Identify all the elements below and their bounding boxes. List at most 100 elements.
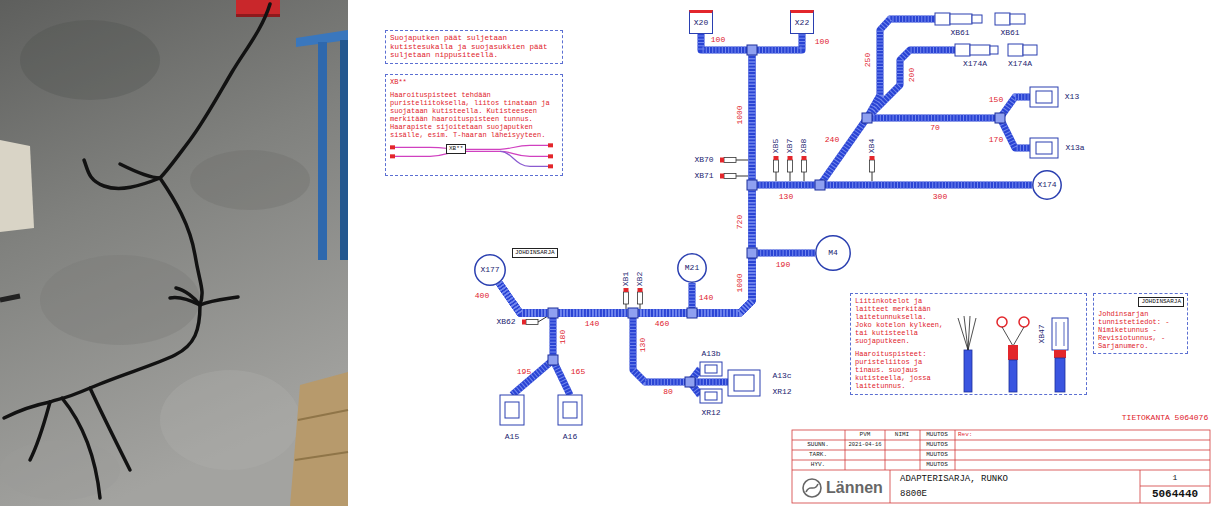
company-name: Lännen (826, 480, 883, 496)
cable (120, 164, 160, 178)
harness-tube (820, 118, 867, 185)
splice-pin (638, 288, 643, 292)
connector-symbol (1023, 45, 1037, 55)
dimension-label: 140 (585, 320, 599, 328)
company-logo (803, 479, 821, 497)
splice-pin (872, 172, 873, 181)
cable (4, 402, 50, 418)
splice-pin (538, 316, 548, 322)
connector-symbol (1036, 142, 1052, 154)
harness-tube (499, 253, 815, 313)
part-name: A13b (701, 350, 720, 358)
dimension-label: 100 (711, 36, 725, 44)
marking-sketch (1056, 322, 1057, 346)
connector-symbol (705, 392, 717, 400)
tag-text: XB** (449, 146, 463, 152)
tube-rib (499, 34, 1032, 313)
device-circle: M21 (677, 253, 707, 283)
splice-pin (522, 320, 526, 325)
dimension-label: 150 (989, 96, 1003, 104)
dimension-label: 400 (475, 292, 489, 300)
device-outline (678, 254, 706, 282)
marking-sketch (997, 317, 1007, 327)
part-name: XB61 (1000, 29, 1019, 37)
table-cell: 2021-04-16 (848, 442, 881, 448)
splice-sketch (548, 143, 553, 147)
table-cell: MUUTOS (926, 462, 948, 468)
note-text: Johdinsarjan tunnistetiedot: -Nimiketunn… (1098, 310, 1183, 350)
part-name: X174A (1008, 60, 1032, 68)
connector-symbol (1030, 138, 1058, 158)
splice-pin (870, 156, 875, 160)
cable (50, 305, 200, 402)
harness-photo (236, 14, 280, 17)
dimension-label: 130 (779, 193, 793, 201)
title-block (792, 460, 1210, 461)
harness-trunk (499, 34, 1032, 313)
dimension-label: 300 (933, 193, 947, 201)
table-cell: MUUTOS (926, 432, 948, 438)
dimension-label: 200 (908, 68, 916, 82)
splice-pin (720, 158, 724, 163)
tube-rib (499, 283, 692, 313)
marking-sketch (1002, 327, 1024, 346)
tube-rib (499, 34, 802, 313)
marking-sketch (1009, 360, 1017, 392)
title-block (792, 450, 1210, 451)
device-outline (475, 255, 505, 285)
splice-pin (522, 156, 875, 325)
connector-symbol (505, 402, 519, 418)
device-outline (816, 236, 850, 270)
junction-square (548, 355, 558, 365)
harness-tube (512, 360, 553, 395)
drawing-number: 5064440 (1152, 489, 1198, 500)
part-name: XB47 (1038, 324, 1046, 343)
connector-symbol (558, 395, 582, 425)
harness-photo (0, 296, 20, 300)
harness-photo (0, 140, 34, 232)
marking-sketch (964, 350, 972, 392)
title-block (920, 430, 921, 470)
connector-symbol (1036, 91, 1052, 103)
cable (4, 4, 270, 498)
harness-photo (290, 372, 348, 506)
splice-sketch (548, 164, 553, 168)
title-block (885, 430, 886, 470)
part-name: XB61 (950, 29, 969, 37)
table-cell: MUUTOS (926, 452, 948, 458)
title-block (890, 470, 891, 503)
part-name: XB70 (694, 156, 713, 164)
harness-tube (499, 34, 802, 313)
connector-symbol (972, 15, 982, 23)
harness-photo (0, 0, 348, 506)
connector-symbol (1010, 14, 1025, 24)
junction-square (747, 248, 757, 258)
note-box: XB**Haaroituspisteet tehdään puristeliit… (385, 74, 563, 176)
splice-pin (870, 160, 875, 172)
dimension-label: 195 (517, 368, 531, 376)
company-logo (806, 484, 818, 492)
cable (30, 402, 50, 460)
splice-pin (802, 160, 807, 172)
cable (160, 178, 202, 305)
connector-symbol (970, 45, 990, 55)
harness-tube (499, 34, 752, 313)
table-cell: HYV. (811, 462, 825, 468)
harness-tag: JOHDINSARJA (512, 248, 558, 258)
tube-rib (499, 253, 815, 313)
splice-pin (804, 172, 805, 181)
title-block (792, 440, 1210, 441)
harness-tube (512, 360, 553, 395)
splice-pin (638, 292, 643, 304)
splice-pin (724, 158, 736, 163)
harness-tube (690, 379, 728, 386)
harness-tube (867, 115, 1000, 122)
cable (90, 388, 130, 470)
dimension-label: 1000 (736, 273, 744, 292)
connector-symbol (500, 13, 1058, 425)
device-name: M21 (685, 264, 699, 272)
title-block (1140, 470, 1141, 503)
